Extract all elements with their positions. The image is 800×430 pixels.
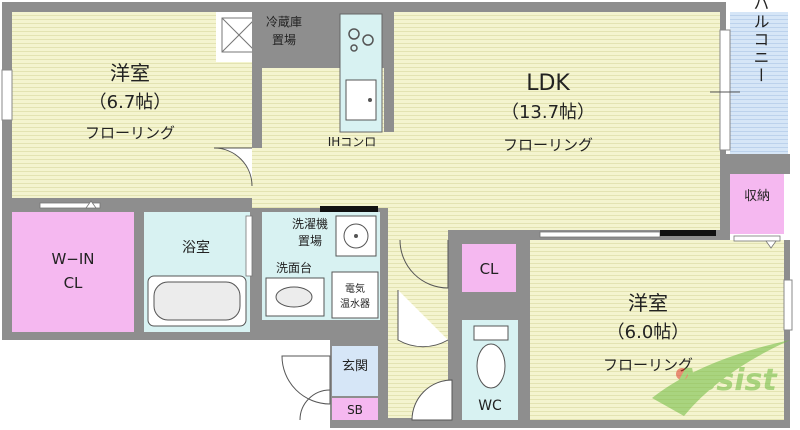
western-room-1-floor xyxy=(12,12,252,198)
closet-floor xyxy=(462,244,516,292)
window xyxy=(783,279,793,331)
stove-label: IHコンロ xyxy=(328,135,377,149)
sliding-door xyxy=(660,230,716,236)
toilet-bowl xyxy=(476,343,506,389)
window xyxy=(1,69,13,121)
entrance-floor xyxy=(332,346,378,396)
western-room-2-name: 洋室 xyxy=(628,291,668,315)
walkin-closet-label-2: CL xyxy=(64,274,83,292)
balcony-label: バルコニー xyxy=(751,0,770,85)
ldk-floor-type: フローリング xyxy=(503,136,593,154)
western-room-1-size: （6.7帖） xyxy=(89,92,172,113)
door-swing xyxy=(399,239,449,289)
sliding-door xyxy=(320,206,378,212)
outside-area-right xyxy=(0,342,268,430)
ih-burner-icon xyxy=(362,34,374,46)
laundry-label-1: 洗濯機 xyxy=(292,216,328,231)
wall xyxy=(452,240,462,428)
entrance-label: 玄関 xyxy=(342,359,368,374)
door-swing xyxy=(411,379,453,421)
western-room-1-name: 洋室 xyxy=(110,61,150,85)
assist-logo-dot xyxy=(676,368,688,380)
wall xyxy=(252,12,262,148)
water-heater xyxy=(331,271,379,319)
walkin-closet-floor xyxy=(12,212,134,332)
wall xyxy=(462,292,520,320)
western-room-2-floor xyxy=(530,240,784,420)
shoebox-floor xyxy=(332,398,378,420)
balcony-floor xyxy=(730,12,788,154)
fridge-label-2: 置場 xyxy=(272,33,296,47)
door-swing xyxy=(213,147,253,187)
ih-burner-icon xyxy=(348,28,360,40)
wall xyxy=(262,320,380,340)
toilet-tank xyxy=(473,325,509,341)
wall xyxy=(726,154,790,174)
shoebox-label: SB xyxy=(347,403,363,417)
water-heater-label-2: 温水器 xyxy=(340,298,370,310)
door-swing xyxy=(299,389,331,421)
fridge-label-1: 冷蔵庫 xyxy=(266,15,302,29)
sliding-door xyxy=(539,231,661,238)
door-swing xyxy=(397,290,449,348)
ldk-name: LDK xyxy=(526,71,570,96)
sliding-door xyxy=(245,215,253,277)
laundry-label-2: 置場 xyxy=(298,234,322,248)
assist-logo-text: Assist xyxy=(673,363,778,398)
sliding-door xyxy=(39,202,101,209)
ldk-size: （13.7帖） xyxy=(501,102,595,123)
wall xyxy=(12,198,252,212)
wall xyxy=(380,212,388,340)
storage-label: 収納 xyxy=(744,189,770,204)
water-heater-label-1: 電気 xyxy=(345,282,365,295)
assist-logo-swoosh xyxy=(652,340,790,416)
ldk-floor xyxy=(394,12,720,230)
western-room-2-size: （6.0帖） xyxy=(607,322,690,343)
washroom-label: 洗面台 xyxy=(276,260,312,275)
storage-floor xyxy=(730,174,784,234)
western-room-2-floor-type: フローリング xyxy=(603,356,693,374)
closet-label: CL xyxy=(480,260,499,278)
toilet-label: WC xyxy=(478,398,502,414)
hall-strip-floor xyxy=(252,148,272,208)
wall xyxy=(134,212,144,332)
bath-label: 浴室 xyxy=(182,239,210,256)
window xyxy=(719,29,731,151)
wall xyxy=(384,12,394,132)
western-room-1-floor-type: フローリング xyxy=(85,124,175,142)
walkin-closet-label-1: W−IN xyxy=(51,250,94,268)
wall xyxy=(720,154,730,240)
wall xyxy=(250,212,262,332)
assist-logo: Assist xyxy=(652,340,790,416)
wall xyxy=(520,240,530,428)
sliding-door xyxy=(733,235,781,242)
